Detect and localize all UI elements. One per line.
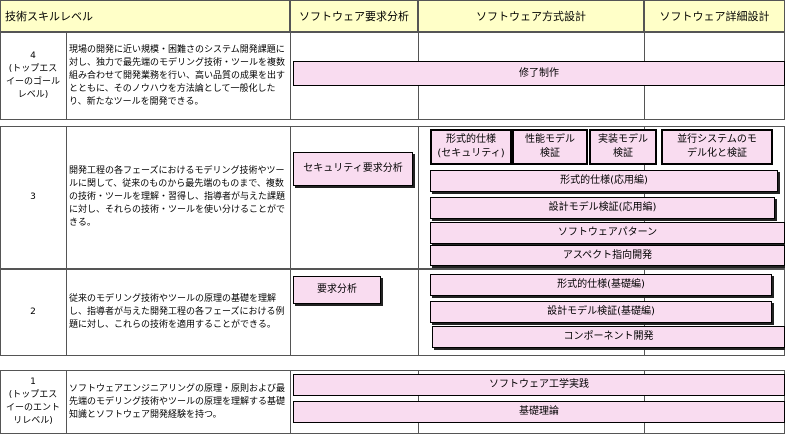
bar-implementation-model: 実装モデル 検証 xyxy=(589,129,657,165)
bar-requirements-analysis: 要求分析 xyxy=(293,276,381,304)
bar-design-model-basic: 設計モデル検証(基礎編) xyxy=(430,301,772,323)
bar-se-practice: ソフトウェア工学実践 xyxy=(293,374,785,396)
level2-description: 従来のモデリング技術やツールの原理の基礎を理解し、指導者が与えた開発工程の各フェ… xyxy=(69,294,285,330)
bar-design-model-applied: 設計モデル検証(応用編) xyxy=(430,197,775,219)
level1-label: 1 (トップエス イーのエント リレベル) xyxy=(5,377,60,426)
level1-description: ソフトウェアエンジニアリングの原理・原則および最先端のモデリング技術やツールの原… xyxy=(69,383,286,420)
level2-label: 2 xyxy=(30,307,36,317)
bar-formal-spec-security: 形式的仕様 (セキュリティ) xyxy=(430,129,512,165)
header-architecture-design: ソフトウェア方式設計 xyxy=(418,0,644,32)
bar-performance-model: 性能モデル 検証 xyxy=(512,129,588,165)
header-detailed-design: ソフトウェア詳細設計 xyxy=(644,0,785,32)
bar-concurrent-systems: 並行システムのモ デル化と検証 xyxy=(661,129,773,165)
bar-formal-spec-applied: 形式的仕様(応用編) xyxy=(430,170,778,192)
bar-thesis-work: 修了制作 xyxy=(293,61,785,86)
bar-component-development: コンポーネント開発 xyxy=(432,326,785,348)
level4-description: 現場の開発に近い規模・困難さのシステム開発課題に対し、独力で最先端のモデリング技… xyxy=(69,44,286,107)
level3-label: 3 xyxy=(30,192,36,202)
bar-fundamentals: 基礎理論 xyxy=(293,401,785,423)
bar-software-patterns: ソフトウェアパターン xyxy=(430,222,785,244)
level3-description: 開発工程の各フェーズにおけるモデリング技術やツールに関して、従来のものから最先端… xyxy=(69,166,286,228)
header-requirements-analysis: ソフトウェア要求分析 xyxy=(290,0,418,32)
header-skill-level: 技術スキルレベル xyxy=(0,0,290,32)
bar-formal-spec-basic: 形式的仕様(基礎編) xyxy=(430,274,772,296)
bar-aspect-oriented: アスペクト指向開発 xyxy=(430,245,785,266)
bar-security-requirements: セキュリティ要求分析 xyxy=(293,152,413,186)
level4-label: 4 (トップエス イーのゴール レベル) xyxy=(5,51,60,100)
